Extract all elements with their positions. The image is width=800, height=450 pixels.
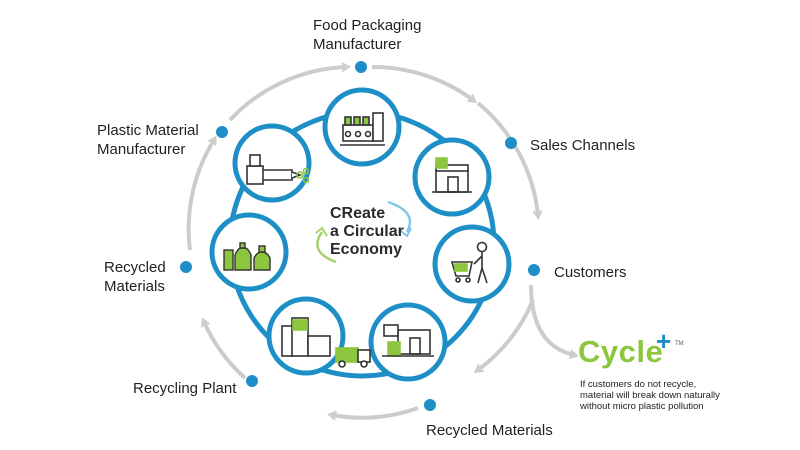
outer-cycle-arrow xyxy=(371,64,473,100)
label-recycled-materials-bottom: Recycled Materials xyxy=(426,422,553,439)
stage-dot xyxy=(355,61,367,73)
label-sales-channels: Sales Channels xyxy=(530,137,636,154)
stage-dot xyxy=(528,264,540,276)
outer-cycle xyxy=(186,64,574,418)
center-swoosh xyxy=(315,200,412,264)
label-recycling-plant: Recycling Plant xyxy=(133,380,237,397)
outer-cycle-arrow xyxy=(332,406,419,418)
outer-cycle-arrow xyxy=(204,322,247,380)
biodegradable-note: If customers do not recycle, material wi… xyxy=(580,379,720,412)
stage-dots xyxy=(180,61,540,411)
outer-cycle-arrow xyxy=(228,67,346,122)
stage-dot xyxy=(216,126,228,138)
brand-plus-mark: + xyxy=(656,326,672,356)
recycled-bottles-icon xyxy=(223,242,271,271)
stage-dot xyxy=(424,399,436,411)
label-food-packaging-manufacturer: Food Packaging Manufacturer xyxy=(313,17,422,53)
outer-cycle-arrow xyxy=(478,299,535,370)
stage-dot xyxy=(180,261,192,273)
outer-cycle-arrow xyxy=(476,101,538,215)
injection-molding-icon xyxy=(246,154,310,185)
recycling-plant-truck-icon xyxy=(281,317,371,368)
stage-dot xyxy=(505,137,517,149)
label-customers: Customers xyxy=(554,264,627,281)
stage-dot xyxy=(246,375,258,387)
brand-trademark: TM xyxy=(675,341,684,347)
label-recycled-materials-left: Recycled Materials xyxy=(104,259,166,295)
center-title: CReate a Circular Economy xyxy=(330,205,404,258)
label-plastic-material-manufacturer: Plastic Material Manufacturer xyxy=(97,122,199,158)
shopper-cart-icon xyxy=(450,241,488,284)
brand-logo: Cycle xyxy=(578,334,664,369)
outer-cycle-arrow xyxy=(186,140,214,251)
convenience-store-icon xyxy=(432,157,472,193)
store-recycling-bin-icon xyxy=(382,324,434,357)
packaging-machine-icon xyxy=(340,112,385,146)
stage-circle xyxy=(232,123,312,203)
branch-arrow xyxy=(529,284,574,355)
